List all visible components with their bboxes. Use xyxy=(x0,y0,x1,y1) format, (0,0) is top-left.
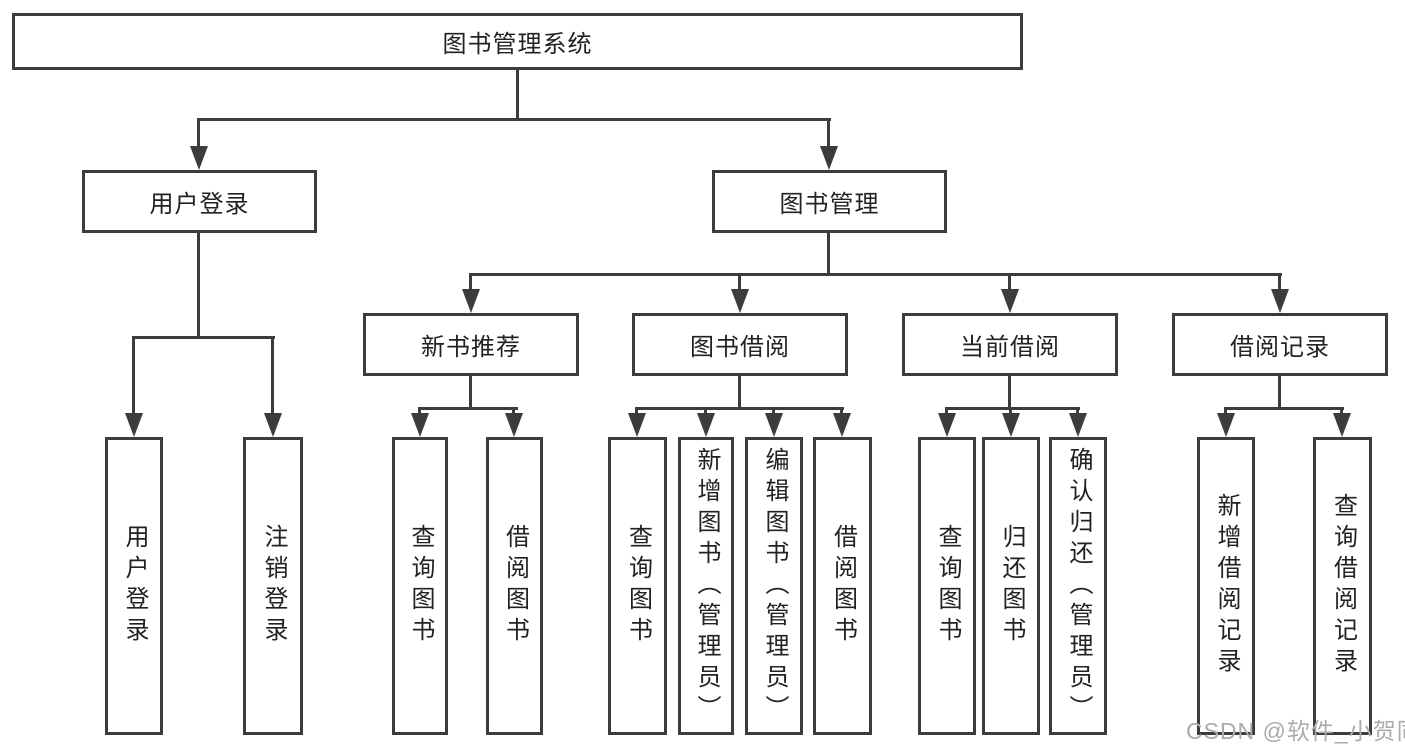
connector-borrowing-records-stem xyxy=(1278,376,1281,407)
leaf-label: 归还图书 xyxy=(998,524,1025,648)
connector-user-login-stem xyxy=(197,233,200,336)
leaf-borrow-book: 借阅图书 xyxy=(813,437,872,735)
leaf-confirm-return-admin: 确认归还（管理员） xyxy=(1049,437,1107,735)
arrow-down-icon xyxy=(1217,413,1235,437)
connector-drop-level3 xyxy=(469,276,472,289)
leaf-label: 借阅图书 xyxy=(829,524,857,648)
connector-book-management-splitter xyxy=(469,273,1282,276)
leaf-label: 新增借阅记录 xyxy=(1213,493,1240,679)
leaf-query-borrow-record: 查询借阅记录 xyxy=(1313,437,1372,735)
leaf-label: 查询图书 xyxy=(407,524,434,648)
leaf-query-books: 查询图书 xyxy=(392,437,448,735)
connector-borrowing-records-splitter xyxy=(1224,407,1344,410)
arrow-down-icon xyxy=(125,413,143,437)
leaf-label: 查询图书 xyxy=(624,524,652,648)
connector-current-borrowing-splitter xyxy=(945,407,1080,410)
node-label: 当前借阅 xyxy=(960,334,1060,361)
arrow-down-icon xyxy=(1001,289,1019,313)
connector-root-splitter xyxy=(197,118,831,121)
node-new-book-recommend: 新书推荐 xyxy=(363,313,579,376)
leaf-label: 借阅图书 xyxy=(501,524,529,648)
connector-drop-user-login xyxy=(197,121,200,148)
connector-drop-level3 xyxy=(738,276,741,289)
connector-root-stem xyxy=(516,70,519,118)
connector-new-book-stem xyxy=(469,376,472,407)
arrow-down-icon xyxy=(1271,289,1289,313)
arrow-down-icon xyxy=(628,413,646,437)
arrow-down-icon xyxy=(1333,413,1351,437)
node-borrowing-records: 借阅记录 xyxy=(1172,313,1388,376)
node-label: 图书管理 xyxy=(779,191,880,218)
leaf-edit-book-admin: 编辑图书（管理员） xyxy=(745,437,803,735)
connector-drop-level3 xyxy=(1278,276,1281,289)
connector-book-management-stem xyxy=(827,233,830,273)
arrow-down-icon xyxy=(833,413,851,437)
node-current-borrowing: 当前借阅 xyxy=(902,313,1118,376)
node-book-management: 图书管理 xyxy=(712,170,947,233)
connector-current-borrowing-stem xyxy=(1008,376,1011,407)
csdn-watermark: CSDN @软件_小贺同学 xyxy=(1186,718,1405,744)
leaf-label: 查询图书 xyxy=(934,524,961,648)
leaf-label: 用户登录 xyxy=(121,524,148,648)
leaf-label: 注销登录 xyxy=(260,524,287,648)
leaf-return-book: 归还图书 xyxy=(982,437,1040,735)
leaf-add-borrow-record: 新增借阅记录 xyxy=(1197,437,1255,735)
node-user-login: 用户登录 xyxy=(82,170,317,233)
connector-user-login-splitter xyxy=(132,336,275,339)
leaf-add-book-admin: 新增图书（管理员） xyxy=(678,437,734,735)
leaf-query-books: 查询图书 xyxy=(918,437,976,735)
arrow-down-icon xyxy=(1069,413,1087,437)
connector-drop-leaf xyxy=(132,339,135,413)
connector-book-borrowing-splitter xyxy=(635,407,844,410)
node-book-borrowing: 图书借阅 xyxy=(632,313,848,376)
arrow-down-icon xyxy=(765,413,783,437)
node-label: 借阅记录 xyxy=(1230,334,1330,361)
arrow-down-icon xyxy=(462,289,480,313)
leaf-borrow-book: 借阅图书 xyxy=(486,437,543,735)
connector-new-book-splitter xyxy=(418,407,518,410)
node-label: 新书推荐 xyxy=(421,334,521,361)
arrow-down-icon xyxy=(264,413,282,437)
leaf-label: 新增图书（管理员） xyxy=(693,446,720,726)
leaf-logout: 注销登录 xyxy=(243,437,303,735)
connector-book-borrowing-stem xyxy=(738,376,741,407)
leaf-query-books: 查询图书 xyxy=(608,437,667,735)
leaf-label: 编辑图书（管理员） xyxy=(761,446,788,726)
node-label: 图书管理系统 xyxy=(442,31,593,58)
arrow-down-icon xyxy=(820,146,838,170)
arrow-down-icon xyxy=(697,413,715,437)
arrow-down-icon xyxy=(1002,413,1020,437)
connector-drop-leaf xyxy=(271,339,274,413)
arrow-down-icon xyxy=(938,413,956,437)
node-label: 用户登录 xyxy=(149,191,250,218)
arrow-down-icon xyxy=(411,413,429,437)
leaf-user-login: 用户登录 xyxy=(105,437,163,735)
node-label: 图书借阅 xyxy=(690,334,790,361)
node-book-management-system: 图书管理系统 xyxy=(12,13,1023,70)
leaf-label: 确认归还（管理员） xyxy=(1065,446,1092,726)
arrow-down-icon xyxy=(190,146,208,170)
arrow-down-icon xyxy=(505,413,523,437)
connector-drop-book-management xyxy=(827,121,830,148)
leaf-label: 查询借阅记录 xyxy=(1329,493,1357,679)
arrow-down-icon xyxy=(731,289,749,313)
connector-drop-level3 xyxy=(1008,276,1011,289)
